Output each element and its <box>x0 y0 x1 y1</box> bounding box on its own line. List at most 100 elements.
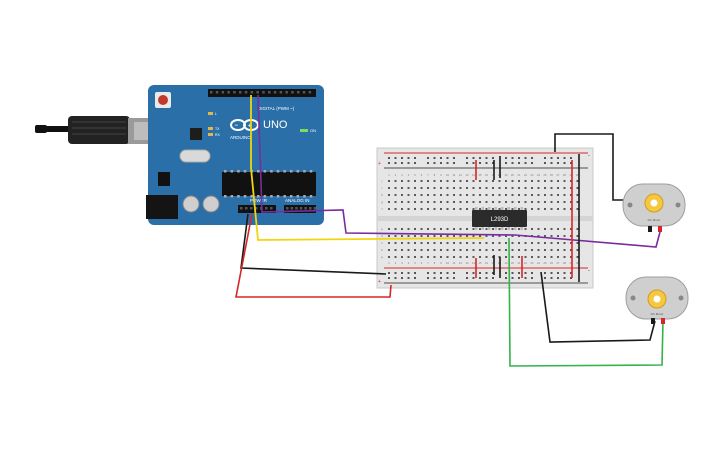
header-pin-hole[interactable] <box>279 91 283 94</box>
breadboard-hole[interactable] <box>505 180 507 182</box>
rail-hole[interactable] <box>446 272 449 274</box>
breadboard-hole[interactable] <box>388 242 390 244</box>
rail-hole[interactable] <box>557 272 559 274</box>
rail-hole[interactable] <box>544 272 546 274</box>
rail-hole[interactable] <box>485 277 488 279</box>
breadboard-hole[interactable] <box>479 194 481 196</box>
rail-hole[interactable] <box>518 277 520 279</box>
breadboard-hole[interactable] <box>401 194 403 196</box>
header-pin-hole[interactable] <box>270 207 273 210</box>
breadboard-hole[interactable] <box>453 228 455 230</box>
rail-hole[interactable] <box>524 272 527 274</box>
breadboard-hole[interactable] <box>485 256 488 258</box>
breadboard-hole[interactable] <box>505 194 507 196</box>
breadboard-hole[interactable] <box>550 180 553 182</box>
breadboard-hole[interactable] <box>472 249 475 251</box>
breadboard-hole[interactable] <box>485 187 488 189</box>
breadboard-hole[interactable] <box>563 180 566 182</box>
breadboard-hole[interactable] <box>531 201 533 203</box>
breadboard-hole[interactable] <box>511 208 514 210</box>
breadboard-hole[interactable] <box>550 256 553 258</box>
breadboard-hole[interactable] <box>505 228 507 230</box>
breadboard-hole[interactable] <box>511 256 514 258</box>
breadboard-hole[interactable] <box>557 242 559 244</box>
breadboard-hole[interactable] <box>407 194 410 196</box>
breadboard-hole[interactable] <box>466 194 468 196</box>
breadboard-hole[interactable] <box>531 256 533 258</box>
breadboard-hole[interactable] <box>420 194 423 196</box>
rail-hole[interactable] <box>394 272 397 274</box>
header-pin-hole[interactable] <box>302 91 306 94</box>
rail-hole[interactable] <box>394 157 397 159</box>
breadboard-hole[interactable] <box>401 256 403 258</box>
breadboard-hole[interactable] <box>498 249 501 251</box>
header-pin-hole[interactable] <box>268 91 271 94</box>
breadboard-hole[interactable] <box>485 249 488 251</box>
rail-hole[interactable] <box>492 272 494 274</box>
rail-hole[interactable] <box>511 277 514 279</box>
breadboard-hole[interactable] <box>479 242 481 244</box>
rail-hole[interactable] <box>563 162 566 164</box>
rail-hole[interactable] <box>570 157 572 159</box>
header-pin-hole[interactable] <box>285 91 288 94</box>
rail-hole[interactable] <box>518 272 520 274</box>
breadboard-hole[interactable] <box>511 180 514 182</box>
rail-hole[interactable] <box>550 277 553 279</box>
breadboard-hole[interactable] <box>531 249 533 251</box>
breadboard-hole[interactable] <box>563 187 566 189</box>
breadboard-hole[interactable] <box>550 208 553 210</box>
breadboard-hole[interactable] <box>394 201 397 203</box>
breadboard-hole[interactable] <box>407 249 410 251</box>
breadboard-hole[interactable] <box>394 228 397 230</box>
rail-hole[interactable] <box>524 162 527 164</box>
breadboard-hole[interactable] <box>511 249 514 251</box>
breadboard-hole[interactable] <box>414 180 416 182</box>
breadboard-hole[interactable] <box>479 180 481 182</box>
breadboard-hole[interactable] <box>446 201 449 203</box>
breadboard-hole[interactable] <box>570 208 572 210</box>
breadboard-hole[interactable] <box>407 235 410 237</box>
breadboard-hole[interactable] <box>472 235 475 237</box>
breadboard-hole[interactable] <box>576 228 579 230</box>
breadboard-hole[interactable] <box>420 242 423 244</box>
rail-hole[interactable] <box>518 157 520 159</box>
breadboard-hole[interactable] <box>505 249 507 251</box>
breadboard-hole[interactable] <box>479 208 481 210</box>
breadboard-hole[interactable] <box>505 242 507 244</box>
breadboard-hole[interactable] <box>518 194 520 196</box>
breadboard-hole[interactable] <box>557 201 559 203</box>
breadboard-hole[interactable] <box>492 194 494 196</box>
breadboard-hole[interactable] <box>531 208 533 210</box>
breadboard-hole[interactable] <box>446 208 449 210</box>
breadboard-hole[interactable] <box>433 242 436 244</box>
header-pin-hole[interactable] <box>250 91 254 94</box>
rail-hole[interactable] <box>505 162 507 164</box>
breadboard-hole[interactable] <box>433 208 436 210</box>
breadboard-hole[interactable] <box>427 208 429 210</box>
breadboard-hole[interactable] <box>570 228 572 230</box>
rail-hole[interactable] <box>440 272 442 274</box>
breadboard-hole[interactable] <box>446 256 449 258</box>
motor-terminal-pos[interactable] <box>658 226 662 232</box>
breadboard-hole[interactable] <box>459 180 462 182</box>
breadboard-hole[interactable] <box>524 228 527 230</box>
breadboard-hole[interactable] <box>479 235 481 237</box>
breadboard-hole[interactable] <box>576 201 579 203</box>
breadboard-hole[interactable] <box>531 187 533 189</box>
breadboard-hole[interactable] <box>544 180 546 182</box>
rail-hole[interactable] <box>563 157 566 159</box>
breadboard-hole[interactable] <box>485 201 488 203</box>
breadboard-hole[interactable] <box>557 194 559 196</box>
breadboard-hole[interactable] <box>433 256 436 258</box>
breadboard-hole[interactable] <box>524 208 527 210</box>
rail-hole[interactable] <box>479 162 481 164</box>
header-pin-hole[interactable] <box>256 91 259 94</box>
breadboard-hole[interactable] <box>414 208 416 210</box>
header-pin-hole[interactable] <box>221 91 225 94</box>
breadboard-hole[interactable] <box>518 208 520 210</box>
breadboard-hole[interactable] <box>563 194 566 196</box>
breadboard-hole[interactable] <box>537 180 540 182</box>
header-pin-hole[interactable] <box>295 207 298 210</box>
breadboard-hole[interactable] <box>550 187 553 189</box>
breadboard-hole[interactable] <box>414 242 416 244</box>
